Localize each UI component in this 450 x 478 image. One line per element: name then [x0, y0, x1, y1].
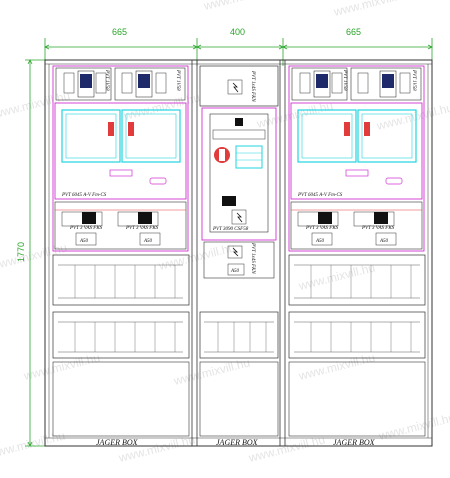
watermark: www.mixvill.hu [201, 0, 281, 13]
right-vent-panel-2 [288, 311, 426, 359]
middle-bottom-label: PVT 1x4S FKN [250, 242, 255, 274]
dimension-left-width: 665 [112, 27, 127, 37]
middle-terminal-label: A50 [230, 269, 240, 274]
middle-top-box [199, 65, 279, 107]
dimension-right-width: 665 [346, 27, 361, 37]
left-breaker-label-2: PVT 3 VAS FKS [125, 226, 159, 231]
right-main-module [290, 102, 423, 200]
right-main-label: PVT 6045 A-V Fm-CS [297, 193, 343, 198]
dimension-middle-width: 400 [230, 27, 245, 37]
middle-top-label: PVT 1x4S FKN [250, 70, 255, 102]
watermark: www.mixvill.hu [331, 0, 411, 19]
left-meter-box-2 [114, 67, 186, 101]
right-breaker-label-1: PVT 3 VAS FKS [305, 226, 339, 231]
left-cyan-display-1 [61, 109, 121, 163]
left-cabinet: PVT 1V58 PVT 1V58 PVT 6045 A-V Fm-CS PVT… [52, 65, 190, 447]
dimension-height: 1770 [16, 242, 26, 262]
right-meter-label-2: PVT 1V58 [411, 69, 416, 91]
middle-cabinet: PVT 1x4S FKN PVT 3090 CSF58 PVT 1x4S FKN… [199, 65, 279, 447]
lightning-icon [232, 247, 239, 257]
left-terminal-label-1: A50 [79, 239, 89, 244]
left-breaker-label-1: PVT 3 VAS FKS [69, 226, 103, 231]
left-base-section [52, 361, 190, 437]
watermark: www.mixvill.hu [246, 432, 326, 465]
right-footer-label: JAGER BOX [333, 438, 376, 447]
left-main-switch-1 [108, 122, 114, 136]
left-main-label: PVT 6045 A-V Fm-CS [61, 193, 107, 198]
watermark-layer: www.mixvill.hu www.mixvill.hu www.mixvil… [0, 0, 450, 465]
left-meter-box-1 [55, 67, 112, 101]
watermark: www.mixvill.hu [296, 350, 376, 383]
right-main-switch-2 [364, 122, 370, 136]
watermark: www.mixvill.hu [121, 90, 201, 123]
right-main-switch-1 [344, 122, 350, 136]
right-meter-box-2 [350, 67, 422, 101]
watermark: www.mixvill.hu [156, 240, 236, 273]
middle-main-label: PVT 3090 CSF58 [212, 227, 249, 232]
middle-base-section [199, 361, 279, 437]
right-cyan-display-1 [297, 109, 357, 163]
right-panel-outline [288, 65, 425, 252]
watermark: www.mixvill.hu [296, 260, 376, 293]
left-meter-label-2: PVT 1V58 [175, 69, 180, 91]
cabinet-frame [44, 59, 433, 447]
left-vent-panel-1 [52, 254, 190, 306]
middle-cyan-display [235, 145, 263, 169]
right-cabinet: PVT 1V58 PVT 1V58 PVT 6045 A-V Fm-CS PVT… [288, 65, 426, 447]
right-meter-box-1 [291, 67, 348, 101]
middle-bottom-box [203, 241, 275, 279]
right-vent-panel-1 [288, 254, 426, 306]
left-vent-panel-2 [52, 311, 190, 359]
middle-main-module [201, 107, 277, 241]
left-main-module [54, 102, 187, 200]
left-meter-label-1: PVT 1V58 [104, 69, 109, 91]
watermark: www.mixvill.hu [0, 88, 71, 121]
left-meter-2 [138, 74, 150, 88]
left-footer-label: JAGER BOX [96, 438, 139, 447]
watermark: www.mixvill.hu [0, 428, 66, 461]
left-panel-outline [52, 65, 189, 252]
right-meter-label-1: PVT 1V58 [342, 69, 347, 91]
middle-vent-panel [199, 311, 279, 359]
left-breaker-section [54, 201, 187, 250]
right-meter-1 [316, 74, 328, 88]
watermark: www.mixvill.hu [171, 355, 251, 388]
left-meter-1 [80, 74, 92, 88]
right-terminal-label-2: A50 [379, 239, 389, 244]
left-cyan-display-2 [121, 109, 181, 163]
middle-footer-label: JAGER BOX [216, 438, 259, 447]
watermark: www.mixvill.hu [21, 350, 101, 383]
right-terminal-label-1: A50 [315, 239, 325, 244]
right-breaker-section [290, 201, 423, 250]
lightning-icon [232, 82, 239, 93]
left-main-switch-2 [128, 122, 134, 136]
lightning-icon [236, 212, 243, 223]
right-breaker-label-2: PVT 3 VAS FKS [361, 226, 395, 231]
right-base-section [288, 361, 426, 437]
right-cyan-display-2 [357, 109, 417, 163]
left-terminal-label-2: A50 [143, 239, 153, 244]
watermark: www.mixvill.hu [0, 240, 68, 273]
right-meter-2 [382, 74, 394, 88]
